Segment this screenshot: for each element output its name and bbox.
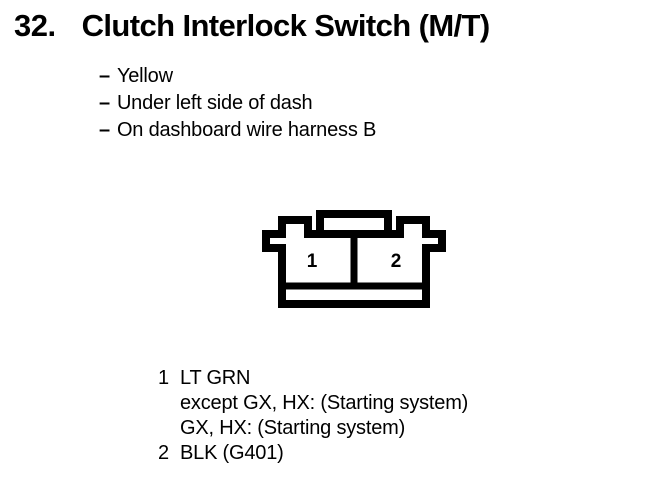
legend-wire-color: LT GRN: [180, 367, 251, 389]
cavity-label-1: 1: [307, 251, 318, 272]
list-item: – Under left side of dash: [99, 90, 376, 117]
list-item: – Yellow: [99, 63, 376, 90]
legend-wire-color: BLK (G401): [180, 442, 284, 464]
item-number: 32.: [14, 8, 56, 43]
page-title: 32. Clutch Interlock Switch (M/T): [14, 8, 664, 44]
legend-entry: 2 BLK (G401): [158, 441, 468, 466]
connector-diagram: 1 2: [252, 210, 456, 310]
list-item-label: Under left side of dash: [116, 92, 313, 114]
description-list: – Yellow – Under left side of dash – On …: [99, 63, 376, 144]
item-title: Clutch Interlock Switch (M/T): [81, 8, 491, 43]
pin-legend: 1 LT GRN except GX, HX: (Starting system…: [158, 366, 468, 466]
list-item-label: On dashboard wire harness B: [116, 119, 377, 141]
legend-pin-number: 1: [158, 367, 169, 389]
connector-body-path: [262, 210, 446, 308]
dash-icon: –: [99, 119, 110, 141]
dash-icon: –: [99, 65, 110, 87]
list-item-label: Yellow: [116, 65, 173, 87]
dash-icon: –: [99, 92, 110, 114]
legend-entry: 1 LT GRN: [158, 366, 468, 391]
legend-pin-number: 2: [158, 442, 169, 464]
list-item: – On dashboard wire harness B: [99, 117, 376, 144]
cavity-label-2: 2: [391, 251, 402, 272]
legend-note: GX, HX: (Starting system): [180, 417, 406, 439]
connector-outline-icon: 1 2: [262, 210, 446, 308]
legend-note: except GX, HX: (Starting system): [180, 392, 469, 414]
